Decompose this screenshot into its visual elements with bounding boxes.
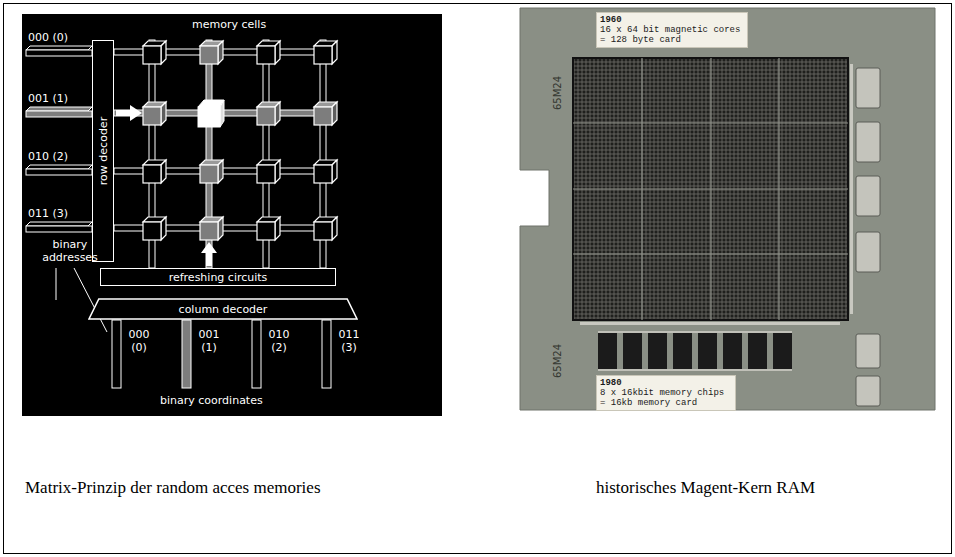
frame [4,4,952,554]
address-label: 000 (0) [28,31,68,44]
board-marking: 65M24 [552,344,563,378]
column-decoder: column decoder [88,298,358,320]
coordinate-label: 011 (3) [335,328,363,354]
address-label: 011 (3) [28,207,68,220]
memory-cells [143,41,337,240]
coordinate-label: 010 (2) [265,328,293,354]
solder-pins [580,64,853,325]
address-plugs [26,46,92,232]
label-text: 16 x 64 bit magnetic cores = 128 byte ca… [600,25,744,45]
label-text: 1980 [600,378,732,388]
coordinate-label: 001 (1) [195,328,223,354]
row-tubes [114,49,336,231]
part-name: row decoder [97,117,110,185]
address-label: 001 (1) [28,92,68,105]
label-text: 1960 [600,15,744,25]
leader-line [56,268,57,300]
memory-card [520,8,935,410]
row-decoder: row decoder [92,40,114,262]
caption: historisches Magent-Kern RAM [596,478,815,498]
label-text: 8 x 16kbit memory chips = 16kb memory ca… [600,388,732,408]
part-name: binary coordinates [160,394,263,407]
memory-chips [598,331,792,371]
part-name: refreshing circuits [169,271,268,284]
part-name: column decoder [179,303,268,316]
core-grid [573,58,848,320]
diagram-panel [22,14,442,416]
select-arrow [116,105,142,121]
coordinate-label: 000 (0) [125,328,153,354]
card-label: 19808 x 16kbit memory chips = 16kb memor… [596,375,736,411]
caption: Matrix-Prinzip der random acces memories [25,478,321,498]
address-label: 010 (2) [28,150,68,163]
card-label: 196016 x 64 bit magnetic cores = 128 byt… [596,12,748,48]
part-name: memory cells [192,18,266,31]
select-arrow [201,242,217,266]
column-tubes [149,40,326,268]
connector-clips [856,68,880,406]
coordinate-plugs [112,320,331,388]
refresh-bar: refreshing circuits [100,268,336,286]
board-marking: 65M24 [552,76,563,110]
magnetic-core-matrix [573,58,848,320]
part-name: binary addresses [34,238,106,264]
